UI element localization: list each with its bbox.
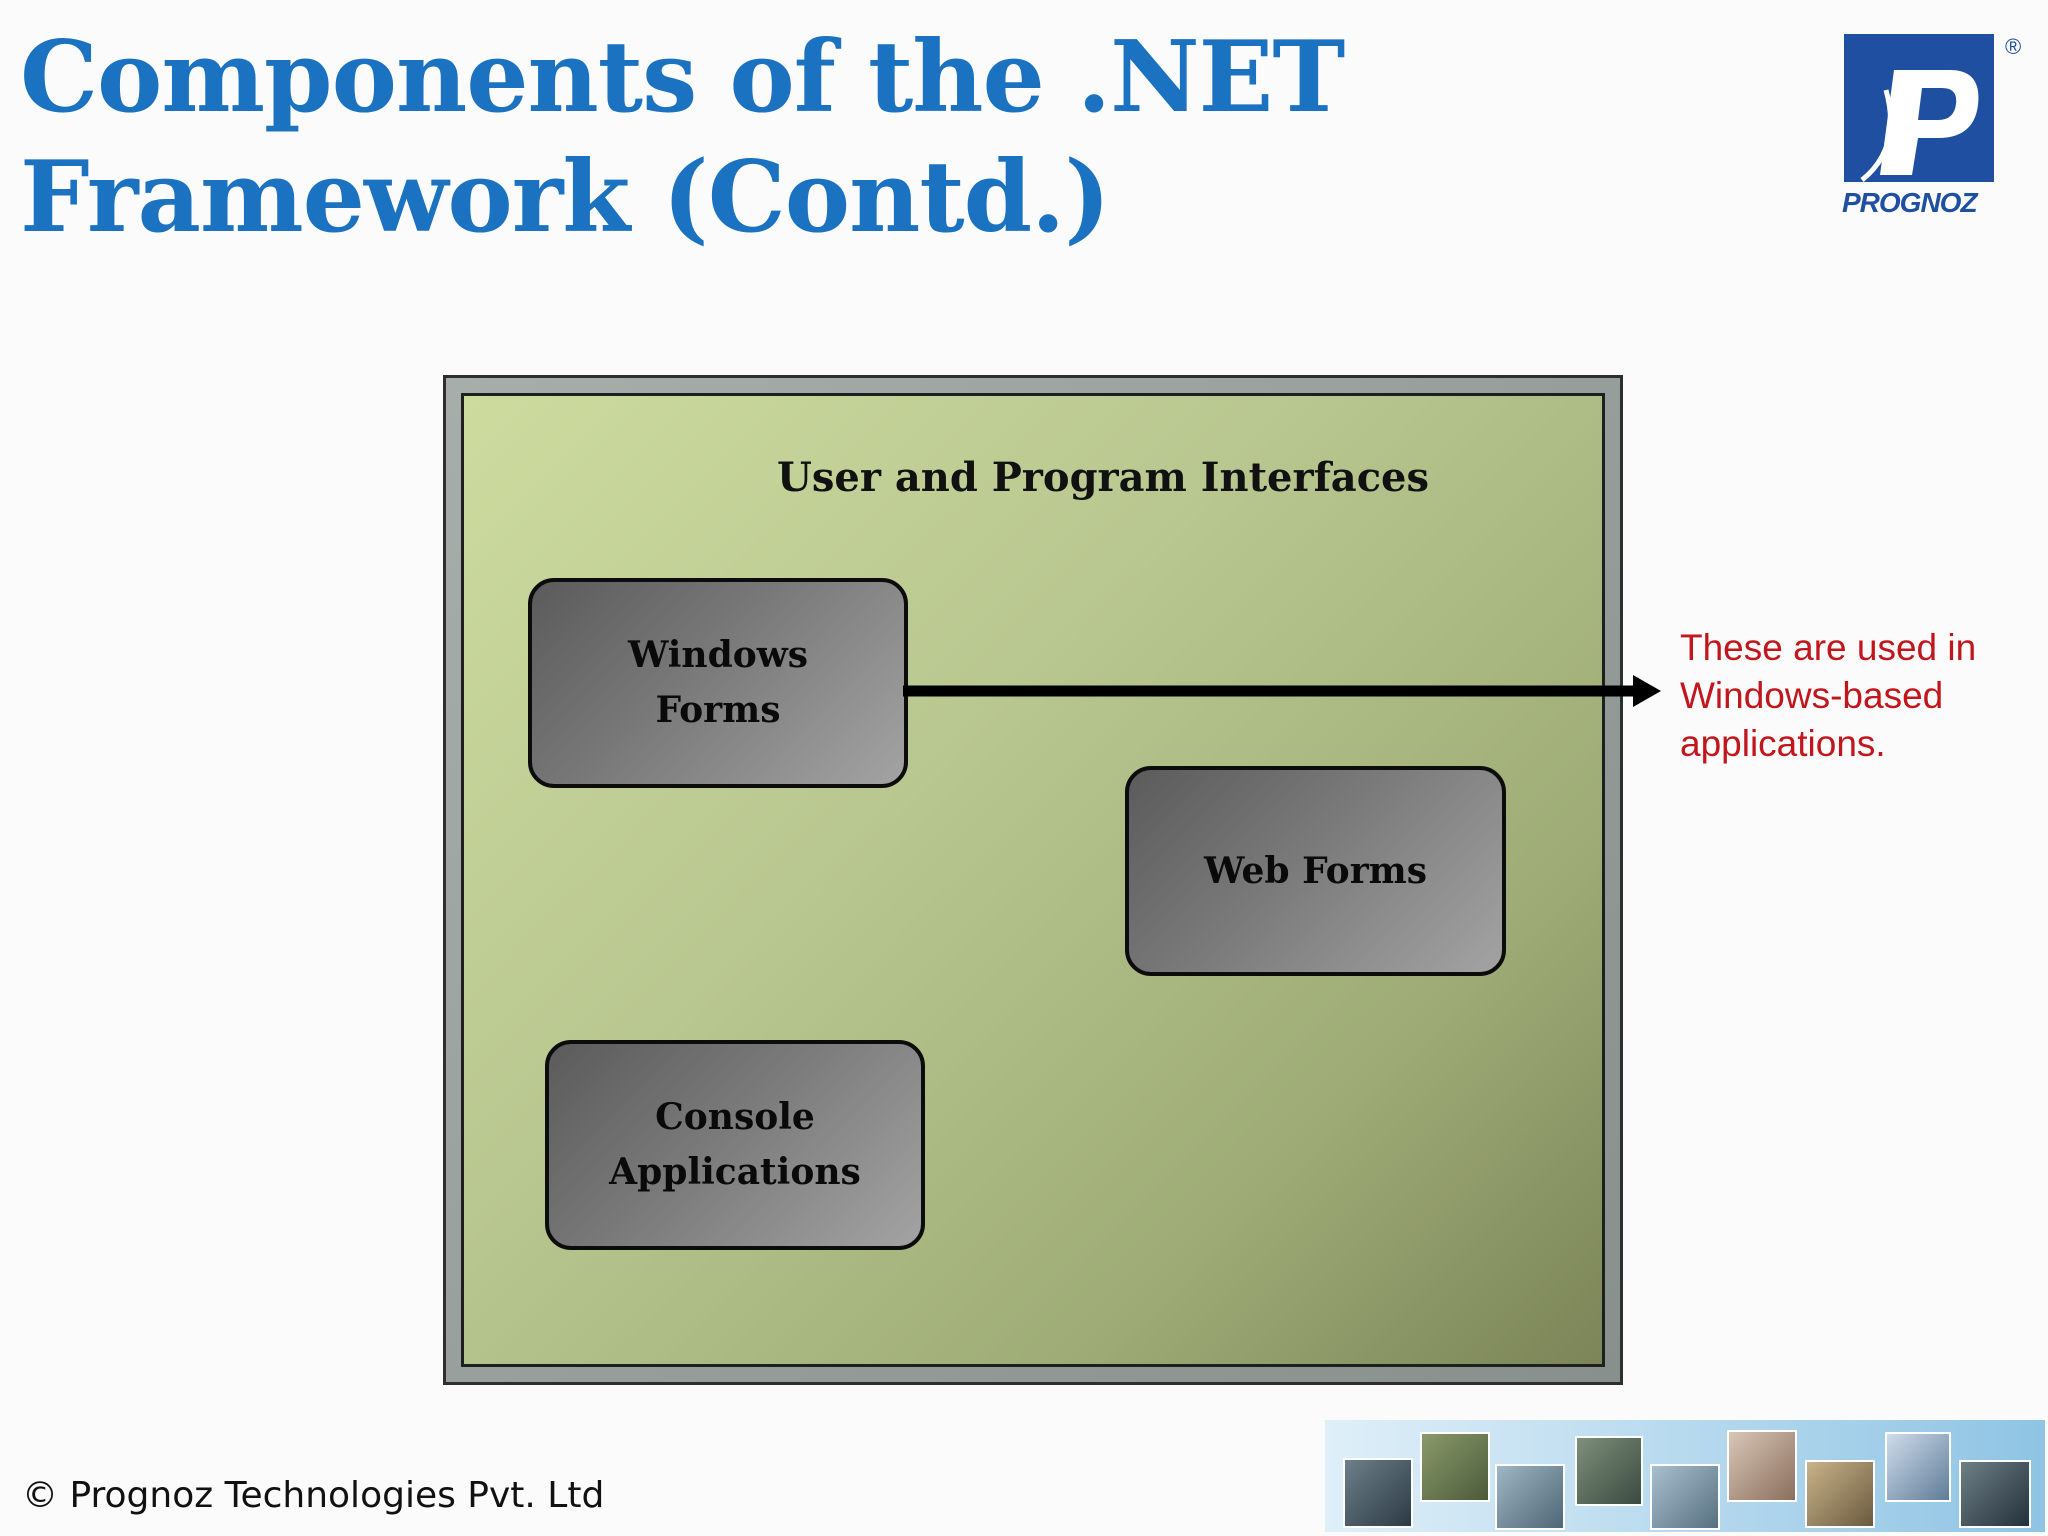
windows-forms-label-line-2: Forms [628,683,808,738]
footer-photo [1650,1464,1720,1530]
web-forms-label: Web Forms [1204,844,1427,899]
diagram-heading: User and Program Interfaces [464,454,1602,501]
footer-photo [1575,1436,1643,1506]
arrow-head [1633,675,1661,707]
console-applications-label-line-2: Applications [609,1145,861,1200]
logo-wordmark: PROGNOZ [1842,187,1978,218]
footer-photo [1805,1460,1875,1528]
copyright-footer: © Prognoz Technologies Pvt. Ltd [22,1475,604,1516]
footer-photo [1343,1458,1413,1528]
annotation-note: These are used in Windows-based applicat… [1680,624,2020,768]
annotation-line-3: applications. [1680,720,2020,768]
annotation-line-2: Windows-based [1680,672,2020,720]
annotation-line-1: These are used in [1680,624,2020,672]
logo-registered-mark: ® [2005,34,2021,59]
windows-forms-label-line-1: Windows [628,628,808,683]
slide-title-line-1: Components of the .NET [20,18,1420,138]
footer-photo [1727,1430,1797,1502]
slide-title-line-2: Framework (Contd.) [20,138,1420,258]
console-applications-box: Console Applications [545,1040,925,1250]
footer-photo [1959,1460,2031,1528]
footer-photo [1420,1432,1490,1502]
slide-title: Components of the .NET Framework (Contd.… [20,18,1420,258]
footer-photo-strip [1325,1420,2045,1532]
prognoz-logo: ® PROGNOZ [1842,30,2022,230]
web-forms-box: Web Forms [1125,766,1506,976]
footer-photo [1495,1464,1565,1530]
footer-photo [1885,1432,1951,1502]
console-applications-label-line-1: Console [609,1090,861,1145]
windows-forms-box: Windows Forms [528,578,908,788]
